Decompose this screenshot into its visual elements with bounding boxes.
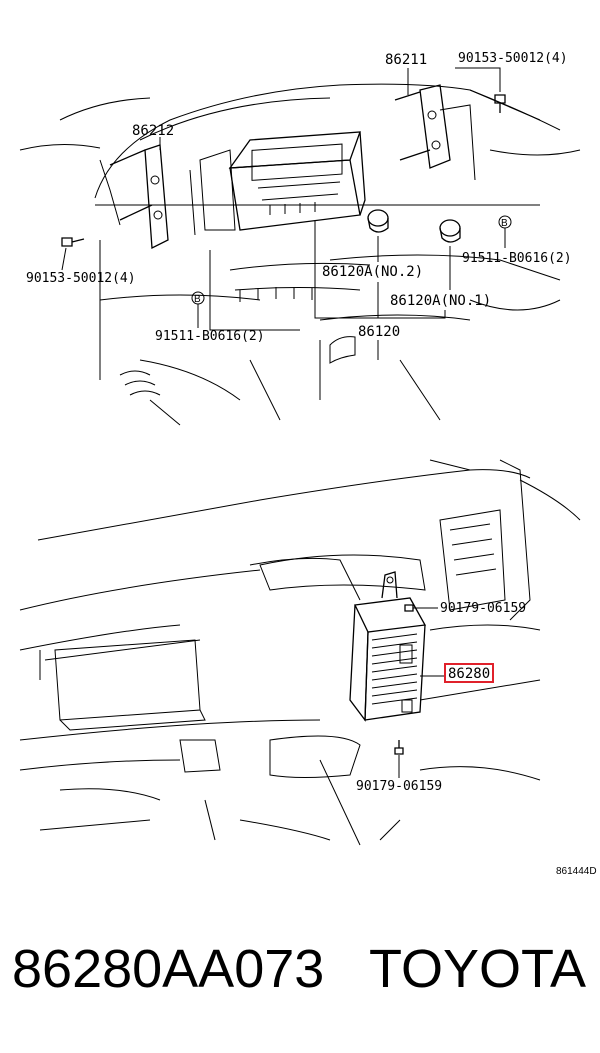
label-90179-top: 90179-06159: [440, 601, 526, 616]
lower-leader-lines: [398, 607, 445, 778]
label-86120a-no2: 86120A(NO.2): [322, 264, 423, 280]
part-number-title: 86280AA073: [12, 939, 325, 999]
label-91511-right: 91511-B0616(2): [462, 251, 572, 266]
lower-dashboard-drawing: [19, 459, 581, 846]
exploded-parts-diagram: 86211 90153-50012(4) 86212 90153-50012(4…: [19, 51, 597, 877]
upper-dashboard-drawing: [19, 83, 581, 426]
label-90153-left: 90153-50012(4): [26, 271, 136, 286]
figure-code: 861444D: [556, 866, 597, 877]
label-86211: 86211: [385, 52, 427, 68]
upper-leader-lines: [61, 67, 506, 360]
label-86280: 86280: [448, 666, 490, 682]
bolt-marker-right: B: [501, 218, 508, 229]
label-86212: 86212: [132, 123, 174, 139]
brand-name: TOYOTA: [368, 939, 586, 999]
label-86120a-no1: 86120A(NO.1): [390, 293, 491, 309]
highlight-box-86280: [444, 663, 494, 683]
label-90179-bottom: 90179-06159: [356, 779, 442, 794]
bolt-marker-left: B: [194, 294, 201, 305]
label-91511-left: 91511-B0616(2): [155, 329, 265, 344]
label-90153-top: 90153-50012(4): [458, 51, 568, 66]
label-86120: 86120: [358, 324, 400, 340]
